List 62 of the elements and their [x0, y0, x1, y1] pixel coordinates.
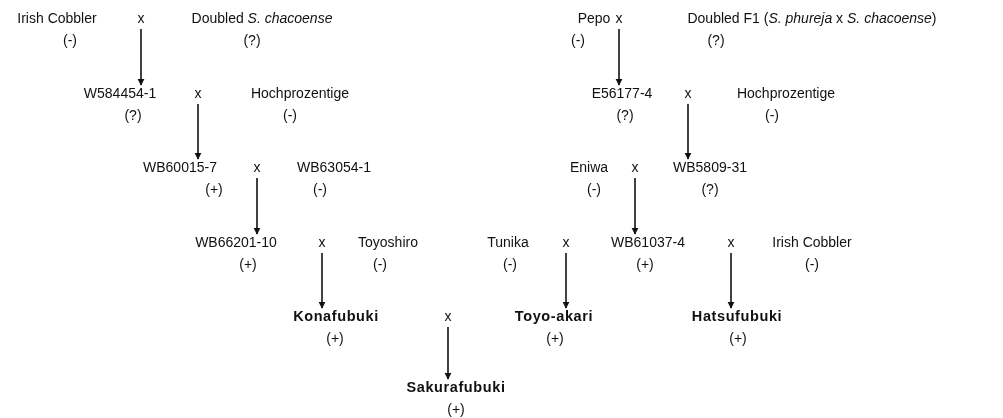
cross-symbol: x [727, 234, 735, 250]
resistance-label: (-) [283, 107, 297, 123]
variety-name: Pepo [577, 10, 611, 26]
resistance-label: (?) [243, 32, 261, 48]
resistance-label: (+) [205, 181, 223, 197]
resistance-label: (-) [587, 181, 601, 197]
arrow [631, 177, 639, 235]
variety-name: Toyoshiro [358, 234, 418, 250]
variety-name: WB60015-7 [143, 159, 217, 175]
variety-name: WB66201-10 [195, 234, 277, 250]
cross-symbol: x [615, 10, 623, 26]
resistance-label: (?) [707, 32, 725, 48]
variety-name: WB63054-1 [297, 159, 371, 175]
resistance-label: (+) [447, 401, 465, 417]
resistance-label: (?) [616, 107, 634, 123]
arrow [444, 326, 452, 380]
arrow [253, 177, 261, 235]
resistance-label: (?) [701, 181, 719, 197]
variety-name: Eniwa [569, 159, 609, 175]
variety-name: W584454-1 [83, 85, 157, 101]
resistance-label: (-) [63, 32, 77, 48]
resistance-label: (-) [765, 107, 779, 123]
cross-symbol: x [684, 85, 692, 101]
variety-name: Doubled S. chacoense [191, 10, 333, 26]
cross-symbol: x [194, 85, 202, 101]
resistance-label: (-) [805, 256, 819, 272]
arrow [318, 252, 326, 309]
cross-symbol: x [137, 10, 145, 26]
arrow [194, 103, 202, 160]
resistance-label: (-) [503, 256, 517, 272]
resistance-label: (?) [124, 107, 142, 123]
resistance-label: (+) [239, 256, 257, 272]
resistance-label: (+) [729, 330, 747, 346]
variety-name: WB61037-4 [611, 234, 685, 250]
cross-symbol: x [253, 159, 261, 175]
cross-symbol: x [444, 308, 452, 324]
cultivar-name: Konafubuki [293, 308, 379, 324]
variety-name: Hochprozentige [736, 85, 836, 101]
resistance-label: (-) [373, 256, 387, 272]
variety-name: WB5809-31 [673, 159, 747, 175]
cultivar-name: Toyo-akari [514, 308, 594, 324]
variety-name: E56177-4 [591, 85, 653, 101]
variety-name: Doubled F1 (S. phureja x S. chacoense) [687, 10, 937, 26]
arrow [615, 28, 623, 86]
cross-symbol: x [318, 234, 326, 250]
cross-symbol: x [562, 234, 570, 250]
arrow [684, 103, 692, 160]
resistance-label: (+) [326, 330, 344, 346]
variety-name: Irish Cobbler [772, 234, 852, 250]
variety-name: Irish Cobbler [17, 10, 97, 26]
arrow [562, 252, 570, 309]
cultivar-name: Hatsufubuki [691, 308, 783, 324]
resistance-label: (-) [571, 32, 585, 48]
cultivar-name: Sakurafubuki [406, 379, 506, 395]
cross-symbol: x [631, 159, 639, 175]
resistance-label: (-) [313, 181, 327, 197]
variety-name: Hochprozentige [250, 85, 350, 101]
variety-name: Tunika [487, 234, 529, 250]
arrow [727, 252, 735, 309]
resistance-label: (+) [546, 330, 564, 346]
resistance-label: (+) [636, 256, 654, 272]
arrow [137, 28, 145, 86]
